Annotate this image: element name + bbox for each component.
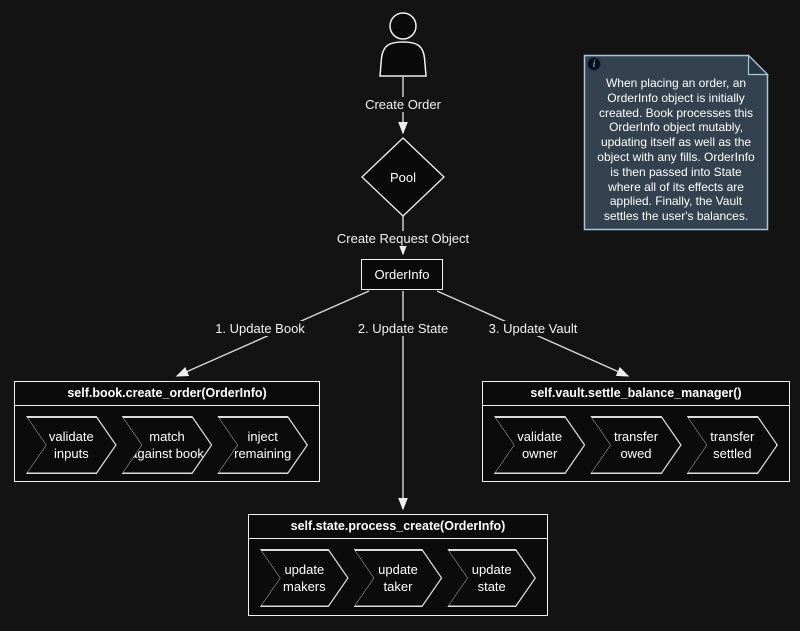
- step-label-line: taker: [383, 579, 413, 594]
- state-process-box: self.state.process_create(OrderInfo) upd…: [248, 514, 548, 616]
- edge-label-create-order: Create Order: [361, 97, 445, 112]
- book-process-steps: validate inputs match against book injec…: [15, 406, 319, 474]
- step-label-line: validate: [517, 429, 563, 444]
- step-label-line: update: [378, 562, 418, 577]
- step-label-line: owner: [521, 446, 558, 461]
- edge-label-update-state: 2. Update State: [353, 321, 453, 336]
- edge-label-update-vault: 3. Update Vault: [484, 321, 582, 336]
- vault-process-steps: validate owner transfer owed transfer se…: [483, 406, 789, 474]
- note-annotation: When placing an order, an OrderInfo obje…: [586, 76, 766, 224]
- note-line: applied. Finally, the Vault: [609, 194, 743, 209]
- info-icon: i: [587, 57, 601, 71]
- step-label-line: transfer: [613, 429, 659, 444]
- step-label-line: update: [471, 562, 512, 577]
- step-validate-owner: validate owner: [494, 416, 585, 474]
- step-label-line: remaining: [234, 446, 292, 461]
- step-match-against-book: match against book: [122, 416, 213, 474]
- step-validate-inputs: validate inputs: [26, 416, 117, 474]
- step-label-line: state: [477, 579, 506, 594]
- state-process-title: self.state.process_create(OrderInfo): [249, 515, 547, 539]
- note-line: is then passed into State: [610, 164, 742, 179]
- vault-process-box: self.vault.settle_balance_manager() vali…: [482, 381, 790, 482]
- note-line: object with any fills. OrderInfo: [597, 149, 755, 164]
- step-label-line: owed: [620, 446, 652, 461]
- step-update-taker: update taker: [354, 549, 443, 607]
- note-shape: [583, 54, 769, 231]
- step-label-line: makers: [283, 579, 326, 594]
- step-label-line: settled: [713, 446, 752, 461]
- step-transfer-settled: transfer settled: [687, 416, 778, 474]
- edge-label-update-book: 1. Update Book: [211, 321, 309, 336]
- pool-diamond-node: [361, 137, 445, 217]
- step-update-state: update state: [447, 549, 536, 607]
- user-actor-icon: [379, 12, 427, 77]
- orderinfo-node: OrderInfo: [361, 259, 443, 290]
- step-inject-remaining: inject remaining: [217, 416, 308, 474]
- step-label-line: update: [284, 562, 325, 577]
- step-label-line: validate: [48, 429, 94, 444]
- book-process-title: self.book.create_order(OrderInfo): [15, 382, 319, 406]
- note-line: where all of its effects are: [608, 179, 744, 194]
- note-line: When placing an order, an: [605, 76, 747, 90]
- pool-node-label: Pool: [389, 170, 417, 185]
- edge-label-create-request: Create Request Object: [332, 231, 474, 246]
- step-update-makers: update makers: [260, 549, 349, 607]
- note-line: OrderInfo object is initially: [607, 90, 745, 105]
- note-line: settles the user's balances.: [603, 209, 749, 224]
- step-label-line: inputs: [53, 446, 89, 461]
- note-line: updating itself as well as the: [600, 135, 752, 150]
- book-process-box: self.book.create_order(OrderInfo) valida…: [14, 381, 320, 482]
- state-process-steps: update makers update taker update state: [249, 539, 547, 607]
- step-label-line: transfer: [710, 429, 755, 444]
- step-transfer-owed: transfer owed: [590, 416, 681, 474]
- vault-process-title: self.vault.settle_balance_manager(): [483, 382, 789, 406]
- step-label-line: match: [149, 429, 185, 444]
- note-line: created. Book processes this: [598, 105, 754, 120]
- note-line: OrderInfo object mutably,: [609, 120, 743, 135]
- step-label-line: inject: [247, 429, 278, 444]
- note-fold-corner: [747, 54, 769, 76]
- step-label-line: against book: [130, 446, 204, 461]
